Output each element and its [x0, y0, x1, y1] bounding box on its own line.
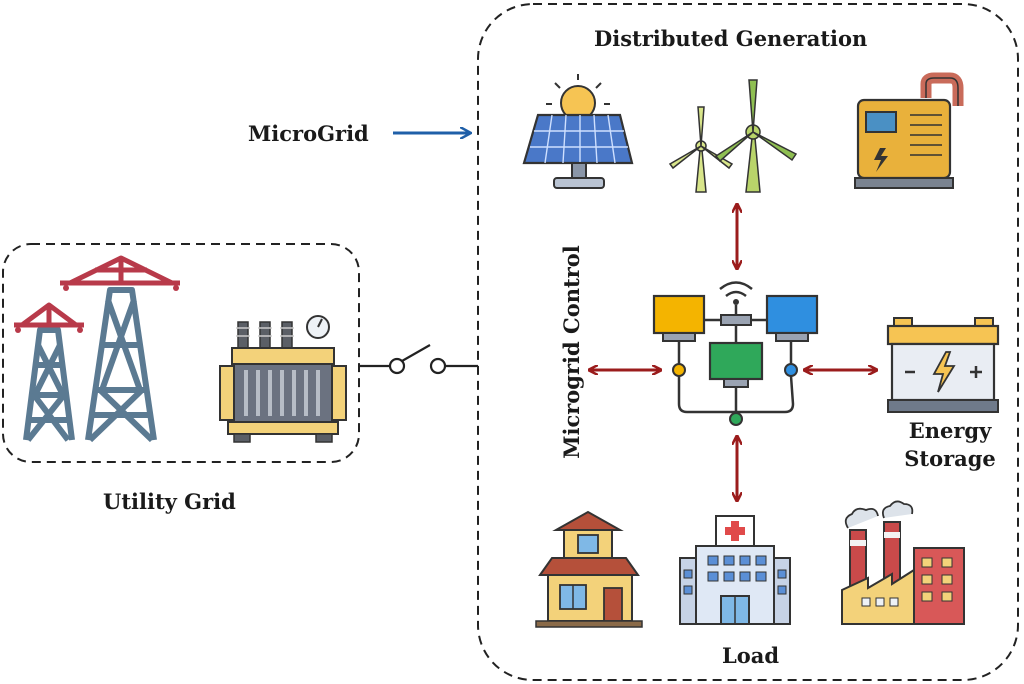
transformer-icon: [219, 315, 347, 443]
utility-grid-boundary: [2, 243, 360, 463]
microgrid-label: MicroGrid: [248, 121, 369, 146]
transmission-towers-icon: [14, 255, 180, 443]
energy-storage-label-line1: Energy: [908, 418, 992, 443]
factory-icon: [841, 500, 965, 625]
utility-grid-label: Utility Grid: [103, 489, 236, 514]
load-label: Load: [722, 643, 780, 668]
solar-panel-icon: [522, 74, 634, 189]
microgrid-control-label: Microgrid Control: [559, 245, 584, 459]
network-controller-icon: [652, 281, 819, 426]
energy-storage-label: Energy Storage: [885, 417, 1015, 473]
energy-storage-label-line2: Storage: [904, 446, 996, 471]
hospital-icon: [679, 515, 791, 625]
battery-icon: [886, 317, 1000, 413]
generator-icon: [854, 72, 964, 189]
switch-icon: [359, 344, 478, 375]
house-icon: [535, 510, 643, 628]
wind-turbines-icon: [668, 79, 798, 193]
microgrid-boundary: [477, 3, 1019, 681]
distributed-generation-label: Distributed Generation: [594, 26, 868, 51]
